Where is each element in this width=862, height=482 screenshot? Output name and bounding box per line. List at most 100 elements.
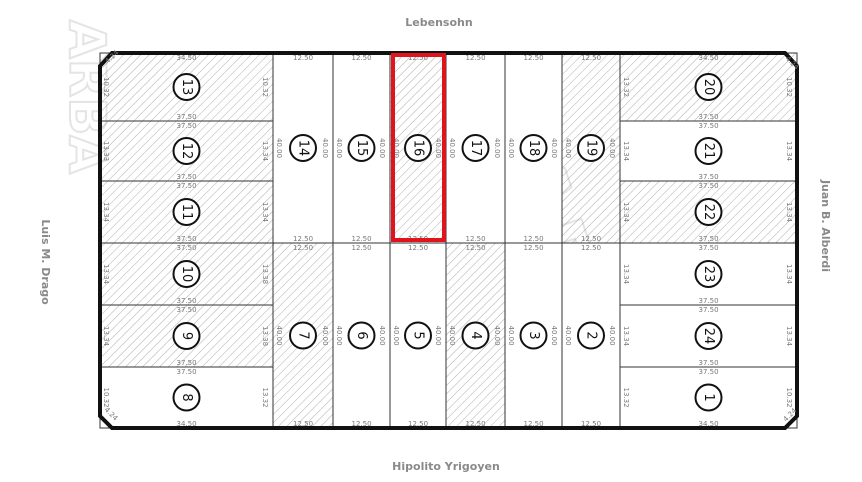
lot-number-circle (519, 321, 548, 350)
lot-dim-right: 13.38 (261, 326, 269, 346)
lot-dim-left: 13.34 (102, 264, 110, 285)
lot-dim-left: 13.34 (622, 202, 630, 223)
lot-dim-top: 12.50 (465, 244, 485, 252)
lot-number: 11 (179, 204, 194, 221)
lot-number-circle (289, 134, 317, 162)
lot-dim-right: 10.32 (785, 387, 793, 407)
lot-number: 23 (701, 266, 716, 283)
lot-number: 8 (179, 393, 194, 401)
lot-dim-bottom: 12.50 (523, 420, 543, 428)
lot-dim-right: 10.32 (261, 77, 269, 97)
lot-dim-right: 13.38 (261, 264, 269, 284)
block-outline (98, 51, 799, 430)
lot-number-circle (694, 322, 723, 350)
lot-dim-right: 10.32 (785, 77, 793, 97)
lot-dim-left: 13.33 (102, 141, 110, 161)
street-top: Lebensohn (405, 16, 472, 29)
lot-dim-bottom: 37.50 (176, 113, 196, 121)
lot-dim-top: 37.50 (176, 122, 196, 130)
lot-dim-top: 12.50 (293, 244, 313, 252)
lot-dim-top: 12.50 (408, 54, 428, 62)
lot-dim-top: 37.50 (698, 368, 718, 376)
lot-dim-right: 13.34 (261, 202, 269, 223)
lot-dim-top: 37.50 (698, 122, 718, 130)
lot-parcel[interactable] (99, 180, 274, 244)
lot-number: 3 (526, 331, 541, 339)
lot-dim-bottom: 37.50 (176, 235, 196, 243)
lot-dim-left: 40.00 (392, 138, 400, 158)
lot-dim-bottom: 37.50 (698, 235, 718, 243)
lot-dim-bottom: 37.50 (176, 173, 196, 181)
lot-dim-right: 40.00 (321, 138, 329, 158)
lot-number-circle (404, 134, 432, 162)
lot-dim-top: 12.50 (581, 244, 601, 252)
lot-dim-right: 40.00 (550, 138, 558, 158)
lot-dim-bottom: 12.50 (351, 235, 371, 243)
lot-dim-right: 13.34 (785, 202, 793, 223)
lot-dim-right: 40.00 (608, 138, 616, 158)
lot-dim-top: 12.50 (523, 244, 543, 252)
street-right: Juan B. Alberdi (819, 179, 832, 272)
lot-number-circle (172, 322, 201, 350)
lot-dim-top: 12.50 (523, 54, 543, 62)
lot-number-circle (172, 73, 201, 101)
lot-number-circle (694, 198, 723, 226)
lot-number-circle (172, 137, 201, 165)
lot-dim-bottom: 12.50 (351, 420, 371, 428)
lot-dim-right: 13.32 (261, 387, 269, 407)
lot-dim-left: 13.32 (622, 387, 630, 407)
lot-number-circle (461, 134, 490, 162)
lot-dim-top: 37.50 (176, 182, 196, 190)
lot-dim-top: 37.50 (176, 306, 196, 314)
lot-number: 19 (584, 140, 599, 157)
lot-dim-right: 40.00 (493, 138, 501, 158)
lot-dim-right: 40.00 (378, 138, 386, 158)
lot-dim-bottom: 37.50 (176, 359, 196, 367)
lot-number-circle (694, 383, 723, 412)
lot-dim-left: 40.00 (392, 325, 400, 345)
lot-number: 7 (296, 331, 311, 339)
lot-dim-left: 40.00 (275, 138, 283, 158)
lot-dim-top: 12.50 (408, 244, 428, 252)
lot-dim-bottom: 37.50 (698, 173, 718, 181)
lot-number: 22 (701, 204, 716, 221)
lot-dim-right: 40.00 (434, 138, 442, 158)
lot-number-circle (577, 134, 605, 162)
selected-lot-highlight[interactable] (391, 53, 446, 242)
lot-number: 5 (411, 331, 426, 339)
lot-dim-bottom: 34.50 (698, 420, 718, 428)
lot-dim-top: 12.50 (465, 54, 485, 62)
lot-dim-top: 34.50 (698, 54, 718, 62)
lot-dim-left: 40.00 (335, 138, 343, 158)
lot-dim-left: 10.32 (102, 387, 110, 407)
lot-number: 21 (701, 143, 716, 160)
lot-number-circle (172, 383, 201, 412)
lot-dim-bottom: 12.50 (293, 420, 313, 428)
